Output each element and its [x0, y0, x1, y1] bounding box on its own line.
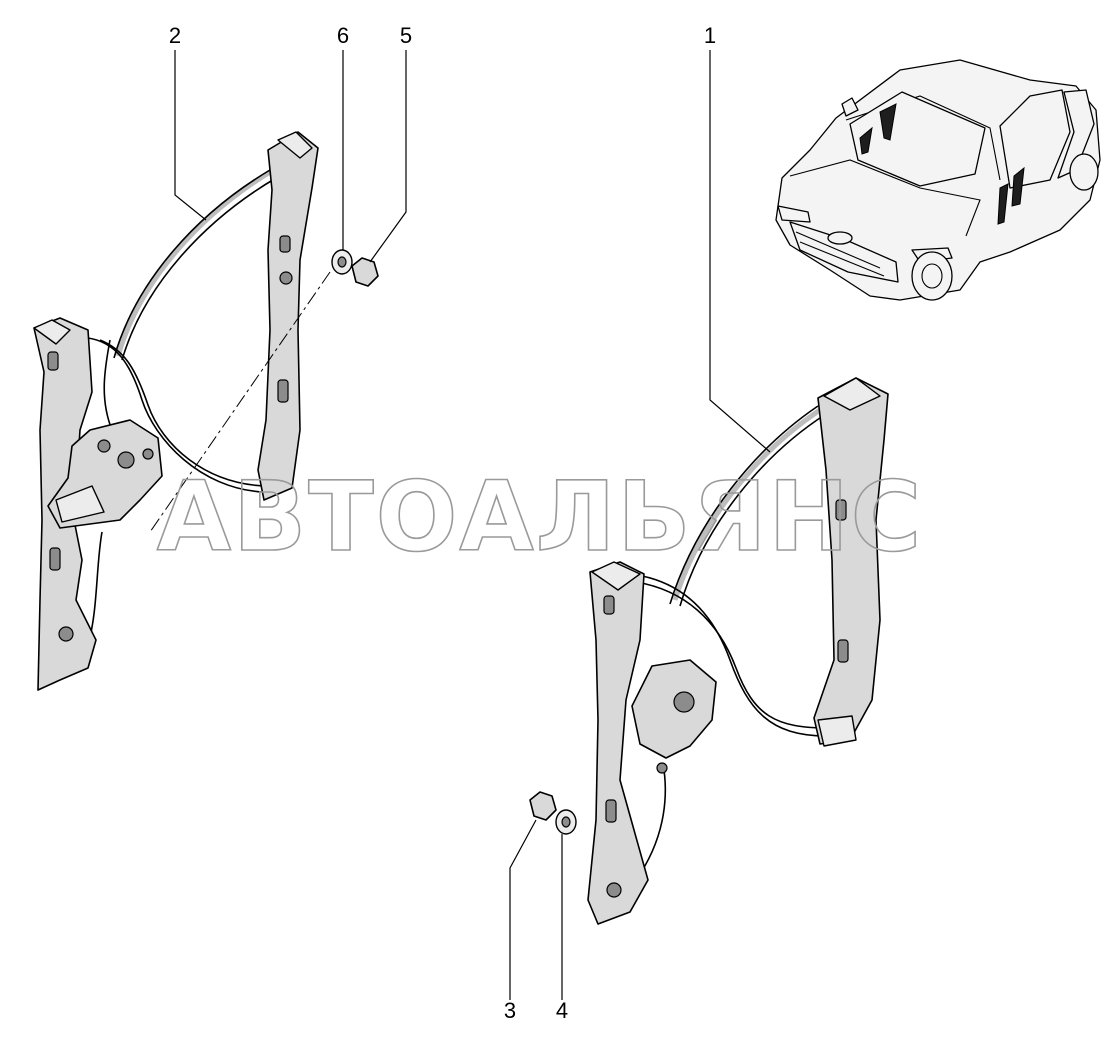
regulator-right-cable-lower-b	[635, 581, 829, 729]
regulator-left-rear-rail-hole-3	[279, 271, 293, 285]
regulator-right-motor-housing	[631, 659, 717, 759]
callout-6: 6	[337, 23, 349, 48]
car-front-wheel	[911, 251, 953, 301]
car-front-wheel-hub	[921, 263, 943, 289]
regulator-left-front-rail-hole-1	[47, 351, 59, 371]
assembly-axis-line	[149, 271, 331, 533]
regulator-left-rear-rail-top-clip	[277, 131, 313, 159]
regulator-right-rear-rail-bottom-clip	[817, 715, 857, 747]
callout-4: 4	[556, 998, 568, 1023]
callout-3: 3	[504, 998, 516, 1023]
regulator-left-cable-sheath	[115, 169, 272, 357]
washer-part-6-hole	[337, 256, 347, 268]
car-rear-wheel	[1069, 153, 1099, 191]
car-side-mirror	[841, 97, 859, 117]
regulator-left-cable-lower	[87, 337, 263, 493]
regulator-left-rear-rail	[257, 131, 319, 501]
callout-1: 1	[704, 23, 716, 48]
regulator-right-motor-bolt	[656, 762, 668, 774]
regulator-left-motor-bolt-2	[97, 439, 111, 453]
regulator-right-cable-upper-a	[669, 405, 819, 605]
car-locator-illustration	[775, 59, 1101, 301]
nut-part-5	[351, 257, 379, 287]
washer-part-4-hole	[561, 816, 571, 828]
car-hood-line	[789, 159, 981, 237]
regulator-left-cable-drum	[103, 339, 113, 431]
car-front-side-window	[999, 89, 1071, 189]
regulator-right-rear-rail	[813, 377, 889, 745]
window-regulator-left-assembly	[33, 131, 319, 691]
leader-lines	[174, 50, 771, 1000]
car-regulator-highlight-door	[997, 166, 1025, 225]
fasteners	[331, 249, 577, 835]
regulator-right-rear-rail-hole-1	[835, 499, 847, 521]
regulator-right-front-rail-hole-3	[606, 882, 622, 898]
leader-line-5	[369, 50, 407, 263]
leader-line-3	[509, 819, 537, 1000]
regulator-left-cable-lower-b	[99, 339, 267, 487]
regulator-right-cable-sheath	[672, 407, 822, 601]
car-regulator-highlight-front	[859, 103, 897, 155]
watermark: АВТОАЛЬЯНС	[157, 461, 923, 573]
callout-5: 5	[400, 23, 412, 48]
car-badge	[827, 231, 853, 245]
regulator-left-front-rail-hole-3	[58, 626, 74, 642]
window-regulator-right-assembly	[587, 377, 889, 925]
regulator-left-motor-bolt-1	[117, 451, 135, 469]
regulator-right-front-rail-hole-1	[603, 595, 615, 615]
regulator-left-front-rail-top-clip	[33, 319, 71, 345]
regulator-left-rear-rail-hole-1	[279, 235, 291, 253]
regulator-right-front-rail-top-clip	[591, 561, 641, 591]
regulator-right-rear-rail-top-clip	[823, 377, 881, 411]
nut-part-3	[529, 791, 557, 821]
regulator-right-front-rail	[587, 561, 649, 925]
regulator-right-rear-rail-hole-2	[837, 639, 849, 663]
callout-2: 2	[169, 23, 181, 48]
car-headlight-left	[777, 205, 811, 223]
regulator-right-cable-upper-b	[679, 413, 827, 607]
regulator-right-cable-lower	[629, 573, 827, 737]
regulator-left-motor-bolt-3	[142, 448, 154, 460]
car-grille-slats	[795, 231, 885, 277]
leader-line-2	[174, 50, 207, 221]
regulator-left-motor-connector	[55, 485, 105, 523]
callout-labels: 2 6 5 1 3 4	[169, 23, 716, 1023]
leader-line-1	[709, 50, 771, 453]
regulator-left-cable-upper-a	[113, 169, 271, 359]
regulator-right-front-rail-hole-2	[605, 799, 617, 823]
regulator-left-cable-upper-b	[121, 177, 277, 361]
regulator-left-rear-rail-hole-2	[277, 379, 289, 403]
regulator-right-motor-gear	[673, 691, 695, 713]
regulator-left-front-rail-hole-2	[49, 547, 61, 571]
